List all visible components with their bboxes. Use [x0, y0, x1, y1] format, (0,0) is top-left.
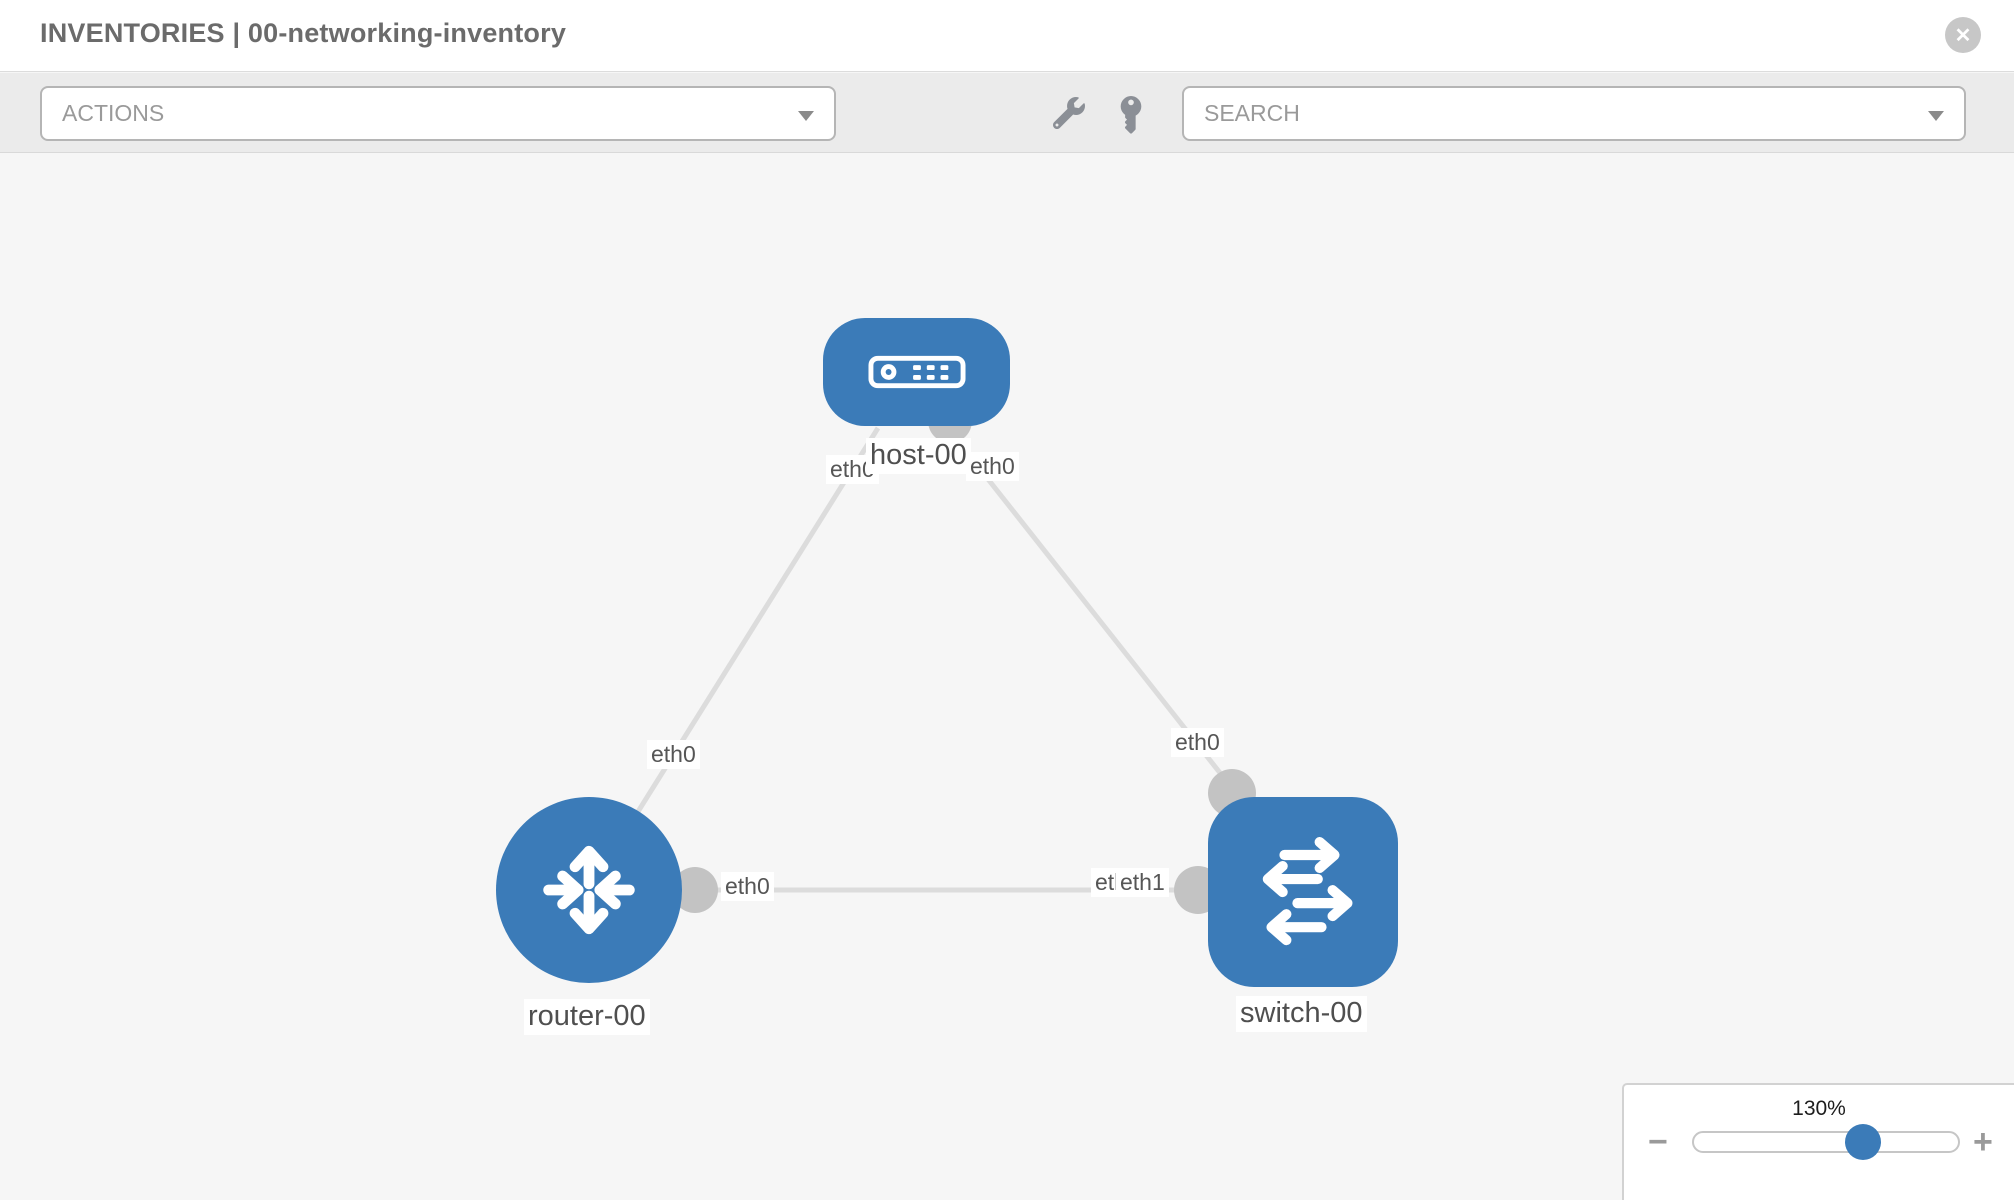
page-title: INVENTORIES | 00-networking-inventory: [40, 18, 567, 48]
key-icon[interactable]: [1110, 92, 1152, 134]
topology-links: [586, 399, 1303, 914]
topology-canvas[interactable]: eth0 eth0 eth0 eth0 eth0 eth0 eth1 host-…: [0, 153, 2014, 1200]
chevron-down-icon: [798, 111, 814, 121]
close-icon[interactable]: ✕: [1945, 17, 1981, 53]
zoom-panel: 130% − +: [1622, 1083, 2014, 1200]
actions-dropdown-label: ACTIONS: [62, 100, 165, 126]
iface-connector: [672, 867, 718, 913]
zoom-in-button[interactable]: +: [1973, 1123, 1993, 1161]
iface-label: eth0: [721, 872, 774, 902]
toolbar: ACTIONS SEARCH: [0, 73, 2014, 153]
zoom-slider-thumb[interactable]: [1845, 1124, 1881, 1160]
host-icon: [867, 355, 966, 389]
iface-label: eth1: [1116, 868, 1169, 898]
switch-icon: [1262, 836, 1353, 946]
iface-label: eth0: [966, 452, 1019, 482]
header-bar: INVENTORIES | 00-networking-inventory ✕: [0, 0, 2014, 72]
wrench-icon[interactable]: [1048, 92, 1090, 134]
zoom-slider[interactable]: [1692, 1124, 1960, 1160]
node-label-router-00: router-00: [524, 999, 650, 1035]
node-host-00[interactable]: [823, 318, 1010, 426]
actions-dropdown[interactable]: ACTIONS: [40, 86, 836, 141]
zoom-level-value: 130%: [1792, 1097, 1846, 1120]
node-switch-00[interactable]: [1208, 797, 1398, 987]
node-router-00[interactable]: [496, 797, 682, 983]
search-dropdown[interactable]: SEARCH: [1182, 86, 1966, 141]
iface-label: eth0: [1171, 728, 1224, 758]
chevron-down-icon: [1928, 111, 1944, 121]
search-placeholder: SEARCH: [1204, 100, 1300, 126]
zoom-out-button[interactable]: −: [1648, 1123, 1668, 1161]
router-icon: [543, 845, 635, 935]
node-label-switch-00: switch-00: [1236, 996, 1367, 1032]
node-label-host-00: host-00: [866, 438, 971, 474]
iface-label: eth0: [647, 740, 700, 770]
